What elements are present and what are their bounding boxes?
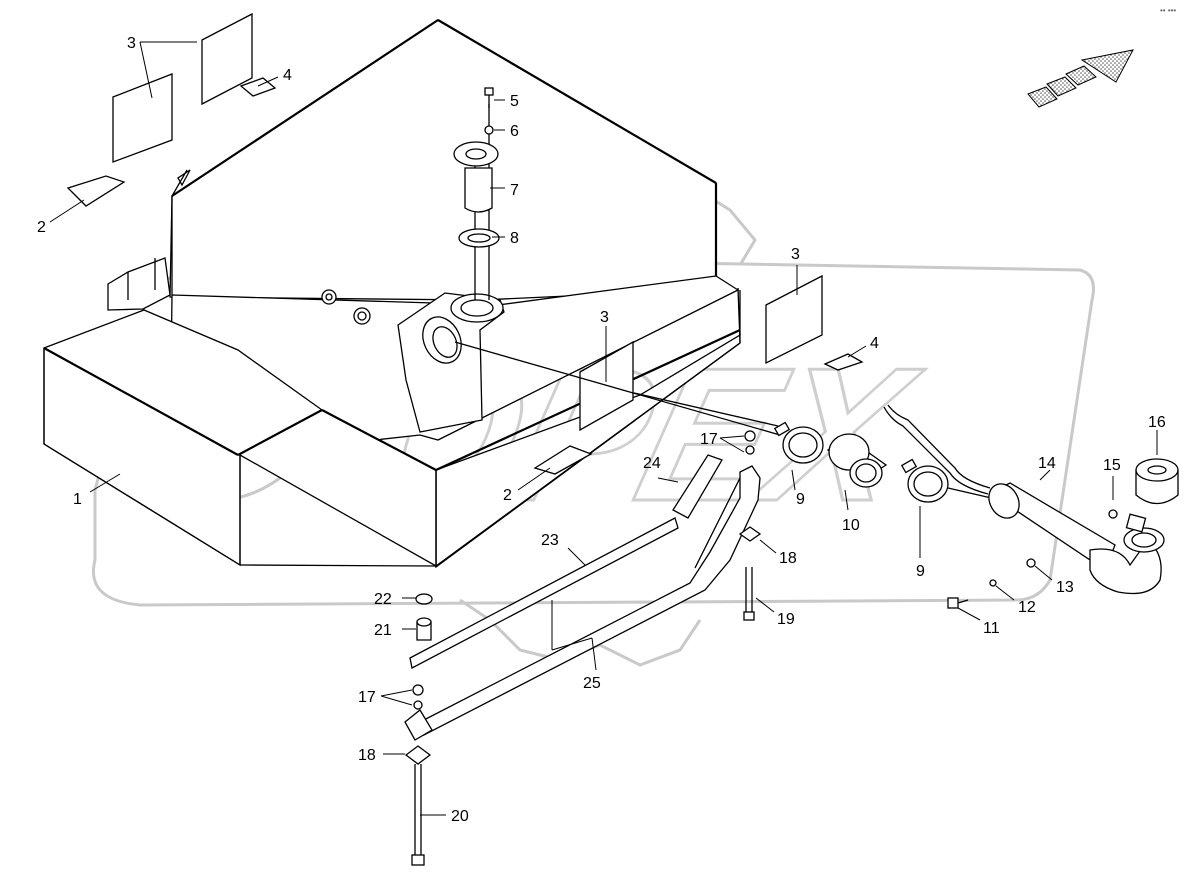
callout-22: 22 [374, 591, 392, 608]
fuel-tank [43, 19, 741, 569]
callout-10: 10 [842, 517, 860, 534]
callout-13: 13 [1056, 579, 1074, 596]
callout-3: 3 [600, 309, 609, 326]
callout-2: 2 [37, 219, 46, 236]
callout-24: 24 [643, 455, 661, 472]
callout-12: 12 [1018, 599, 1036, 616]
callout-11: 11 [983, 620, 1000, 637]
callout-14: 14 [1038, 455, 1056, 472]
callout-9: 9 [916, 563, 925, 580]
callout-5: 5 [510, 93, 519, 110]
filler-hose [454, 341, 1001, 503]
leader-lines [49, 41, 1158, 816]
callout-labels: 3 4 2 5 6 7 8 1 3 3 4 2 17 9 10 9 14 15 … [37, 35, 1166, 825]
callout-21: 21 [374, 622, 392, 639]
callout-8: 8 [510, 230, 519, 247]
callout-4: 4 [283, 67, 292, 84]
callout-19: 19 [777, 611, 795, 628]
filler-neck-pipe [947, 458, 1179, 609]
callout-25: 25 [583, 675, 601, 692]
callout-18: 18 [358, 747, 376, 764]
mounting-brackets [404, 430, 762, 866]
callout-20: 20 [451, 808, 469, 825]
callout-15: 15 [1103, 457, 1121, 474]
callout-2: 2 [503, 487, 512, 504]
callout-6: 6 [510, 123, 519, 140]
callout-4: 4 [870, 335, 879, 352]
callout-3: 3 [791, 246, 800, 263]
callout-16: 16 [1148, 414, 1166, 431]
callout-1: 1 [73, 491, 82, 508]
direction-arrow-icon [1027, 49, 1134, 108]
callout-23: 23 [541, 532, 559, 549]
callout-3: 3 [127, 35, 136, 52]
callout-17: 17 [700, 431, 718, 448]
callout-18: 18 [779, 550, 797, 567]
filler-pipe-assembly [453, 87, 500, 300]
callout-17: 17 [358, 689, 376, 706]
callout-9: 9 [796, 491, 805, 508]
corner-mark: •• ••• [1160, 6, 1176, 15]
callout-7: 7 [510, 182, 519, 199]
